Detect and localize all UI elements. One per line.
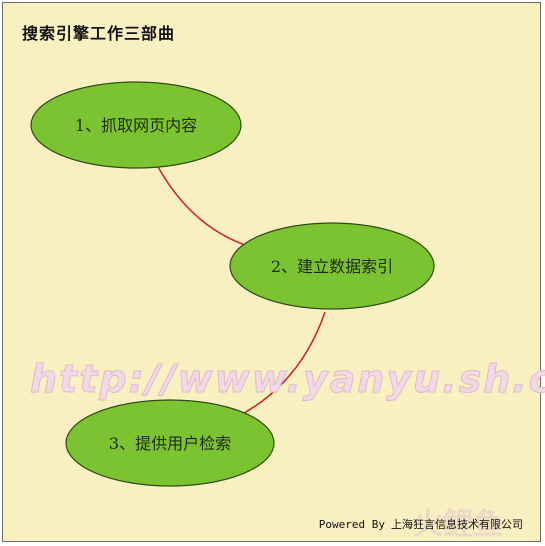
node-1-ellipse (30, 81, 242, 169)
logo-text: 火鲤鱼 (413, 507, 503, 542)
diagram-title: 搜索引擎工作三部曲 (22, 24, 176, 43)
logo: 火鲤鱼 (413, 507, 503, 542)
node-3: 3、提供用户检索 (65, 399, 275, 487)
node-2-label: 2、建立数据索引 (271, 257, 393, 276)
connector-1-2 (156, 164, 246, 246)
node-3-label: 3、提供用户检索 (109, 434, 231, 453)
footer: Powered By 上海狂言信息技术有限公司 (319, 516, 523, 532)
connector-2-3 (234, 311, 326, 419)
node-1: 1、抓取网页内容 (30, 81, 242, 169)
watermark-text: http://www.yanyu.sh.cn (30, 357, 545, 401)
node-1-label: 1、抓取网页内容 (75, 116, 197, 135)
node-3-ellipse (65, 399, 275, 487)
node-2-ellipse (229, 222, 435, 310)
company-name: 上海狂言信息技术有限公司 (391, 518, 523, 531)
powered-by-text: Powered By (318, 517, 385, 531)
node-2: 2、建立数据索引 (229, 222, 435, 310)
